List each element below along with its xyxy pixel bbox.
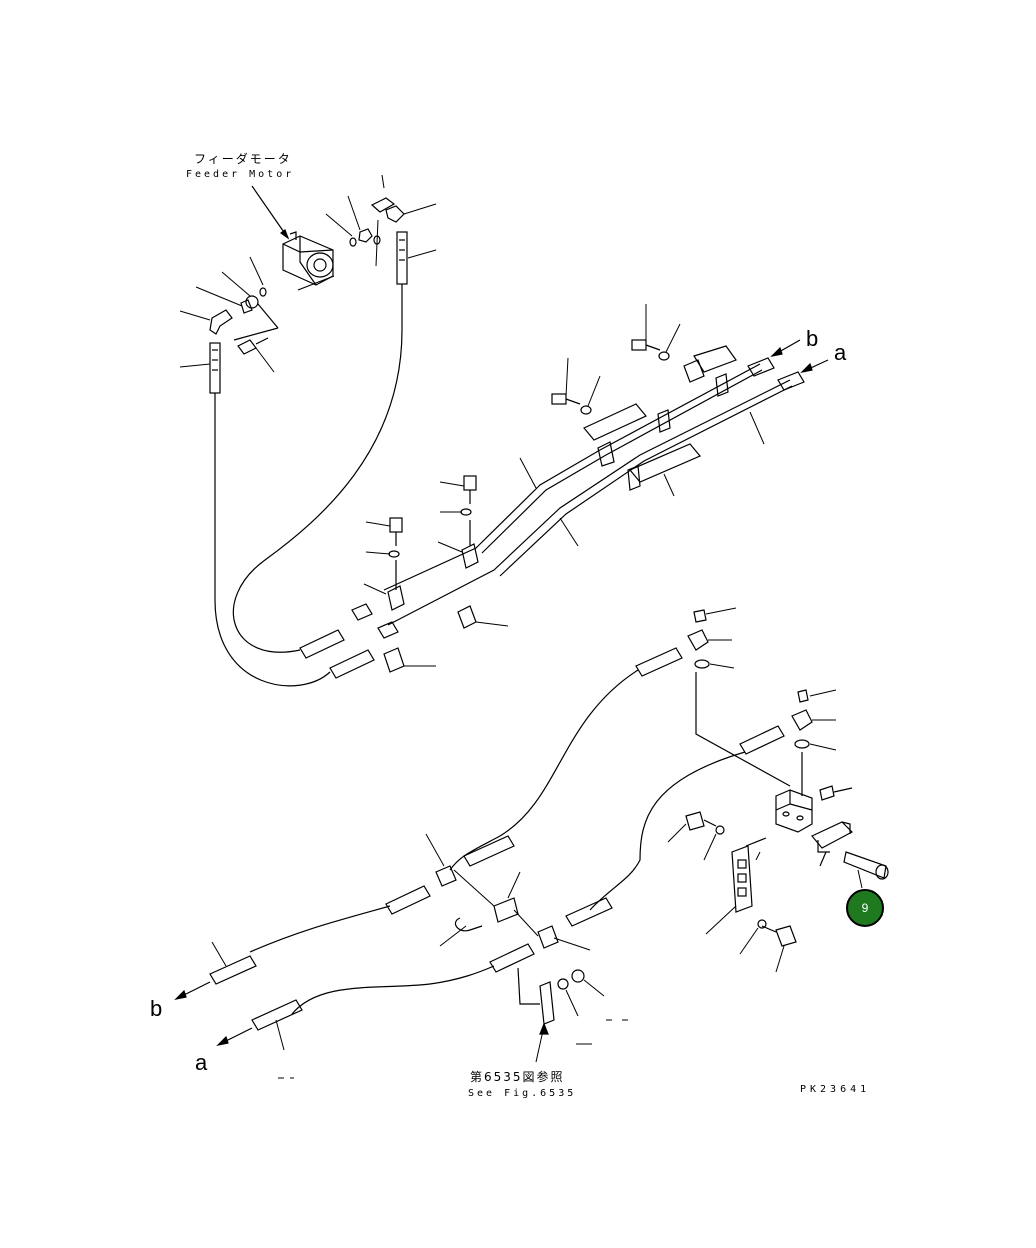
label-a-top: a bbox=[834, 340, 847, 365]
hose-ends-upper bbox=[299, 629, 375, 679]
lower-top-leaders bbox=[705, 607, 837, 751]
feeder-motor-arrowhead bbox=[279, 229, 290, 240]
arrow-b-top-head bbox=[770, 346, 783, 357]
hose-loop-outer bbox=[214, 393, 331, 687]
lower-top-fittings bbox=[687, 609, 813, 749]
lower-bracket-line bbox=[517, 967, 540, 1005]
callout-badge[interactable]: 9 bbox=[846, 889, 884, 927]
plate-leaders bbox=[667, 823, 785, 973]
drawing-code: PK23641 bbox=[800, 1084, 871, 1095]
lower-hose-1 bbox=[449, 669, 639, 871]
motor-leader-a bbox=[233, 327, 279, 341]
see-fig-label-jp: 第6535図参照 bbox=[470, 1070, 565, 1084]
see-fig-arrowhead bbox=[539, 1022, 549, 1035]
plate-bolts bbox=[685, 811, 797, 947]
manifold-block bbox=[775, 789, 813, 833]
lower-hose-4 bbox=[291, 965, 495, 1015]
lower-hose-ends bbox=[209, 647, 785, 1031]
upper-bolts bbox=[388, 339, 670, 590]
motor-leader-c bbox=[297, 275, 335, 291]
block-side-fittings bbox=[819, 785, 889, 880]
hose-end-right bbox=[396, 231, 408, 285]
hose-end-left bbox=[209, 342, 221, 394]
bracket-line-left bbox=[695, 672, 791, 787]
tube-end-fittings bbox=[351, 357, 805, 639]
mounting-plate bbox=[731, 837, 767, 913]
upper-leaders bbox=[363, 304, 765, 667]
feeder-motor-leader bbox=[251, 185, 289, 239]
label-a-bottom: a bbox=[195, 1050, 208, 1075]
arrow-a-bottom-head bbox=[216, 1035, 229, 1046]
rigid-tubes bbox=[383, 363, 793, 626]
feeder-motor-label-jp: フィーダモータ bbox=[194, 152, 292, 166]
callout-leader bbox=[857, 869, 863, 889]
see-fig-label-en: See Fig.6535 bbox=[468, 1088, 577, 1099]
tube-clamps bbox=[383, 359, 729, 673]
feeder-motor-label-en: Feeder Motor bbox=[186, 169, 295, 180]
arrow-b-bottom-head bbox=[174, 989, 187, 1000]
lower-hose-2 bbox=[589, 751, 746, 911]
label-b-top: b bbox=[806, 326, 819, 351]
lower-central-fittings bbox=[435, 865, 585, 1025]
arrow-a-top-head bbox=[800, 362, 813, 373]
motor-fittings bbox=[209, 197, 405, 355]
hose-loop-inner bbox=[232, 284, 403, 653]
lower-hose-3 bbox=[249, 905, 391, 953]
check-valve bbox=[811, 821, 853, 853]
label-b-bottom: b bbox=[150, 996, 163, 1021]
feeder-motor bbox=[282, 231, 334, 286]
lower-leaders bbox=[211, 833, 628, 1079]
motor-leader-b bbox=[257, 303, 279, 329]
spacer-plates bbox=[583, 345, 737, 483]
motor-area-leaders bbox=[179, 174, 437, 373]
